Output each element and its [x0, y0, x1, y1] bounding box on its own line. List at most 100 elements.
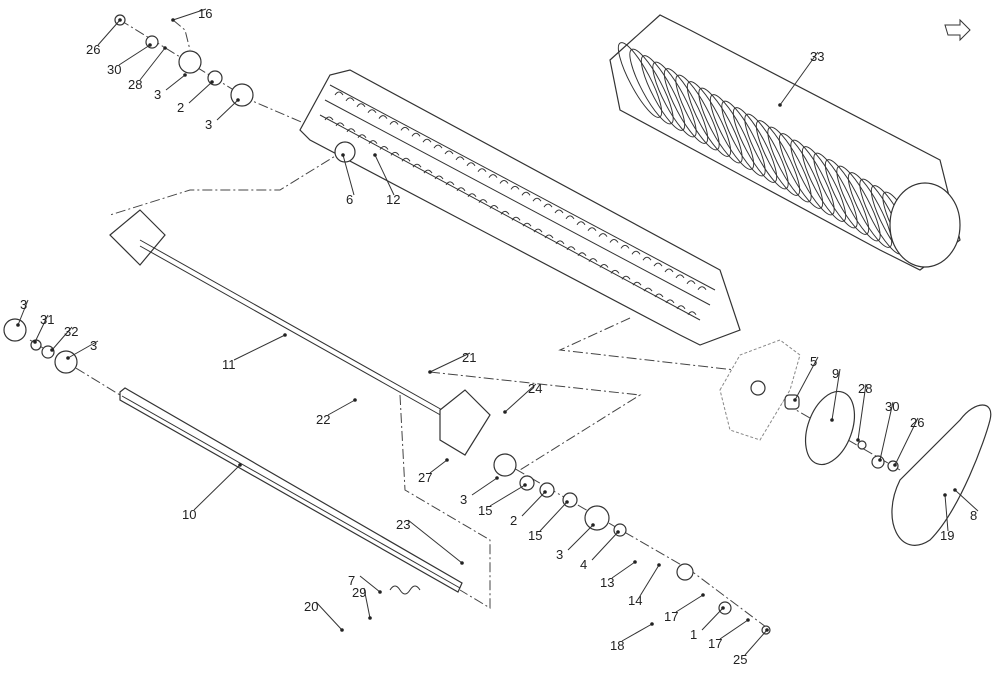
leader-line — [894, 417, 919, 466]
frame-tooth — [576, 221, 586, 226]
frame-tooth — [444, 150, 454, 155]
frame-tooth — [566, 246, 576, 251]
washer — [857, 440, 867, 450]
frame-tooth — [587, 227, 597, 231]
frame-tooth — [346, 128, 356, 133]
callout-label: 28 — [128, 77, 142, 92]
frame-tooth — [543, 203, 553, 208]
page-turn-arrow-icon[interactable] — [944, 18, 971, 42]
leader-dot — [373, 153, 377, 157]
pulley-part-9 — [804, 390, 856, 466]
leader-dot — [657, 563, 661, 567]
leader-line — [857, 383, 867, 441]
leader-dot — [118, 18, 122, 22]
callout-23: 23 — [396, 517, 464, 565]
callout-label: 15 — [528, 528, 542, 543]
callout-label: 11 — [222, 357, 236, 372]
frame-tooth — [345, 97, 355, 102]
leader-line — [944, 494, 949, 532]
callout-label: 6 — [346, 192, 353, 207]
leader-dot — [210, 80, 214, 84]
callout-label: 24 — [528, 381, 542, 396]
leader-dot — [378, 590, 382, 594]
leader-line — [744, 629, 768, 656]
frame-tooth — [466, 162, 476, 167]
callout-label: 31 — [40, 312, 54, 327]
callout-label: 3 — [154, 87, 161, 102]
callout-25: 25 — [733, 628, 769, 667]
leader-line — [779, 51, 819, 106]
leader-line — [139, 47, 166, 81]
washer — [718, 601, 732, 615]
leader-dot — [50, 348, 54, 352]
callout-24: 24 — [503, 381, 542, 414]
callout-label: 1 — [690, 627, 697, 642]
frame-tooth — [423, 169, 433, 174]
leader-line — [567, 524, 594, 551]
callout-label: 26 — [910, 415, 924, 430]
leader-dot — [445, 458, 449, 462]
callout-label: 17 — [664, 609, 678, 624]
leader-line — [879, 401, 894, 461]
leader-dot — [701, 593, 705, 597]
frame-tooth — [467, 193, 477, 197]
leader-line — [233, 334, 286, 361]
frame-tooth — [588, 258, 598, 262]
callout-label: 32 — [64, 324, 78, 339]
leader-dot — [460, 561, 464, 565]
leader-line — [701, 607, 724, 631]
callout-28: 28 — [856, 381, 872, 442]
callout-15: 15 — [528, 500, 569, 543]
leader-line — [675, 594, 704, 613]
callout-6: 6 — [341, 153, 355, 207]
callout-label: 30 — [885, 399, 899, 414]
leader-line — [97, 19, 121, 46]
leader-dot — [341, 153, 345, 157]
leader-dot — [830, 418, 834, 422]
callout-label: 27 — [418, 470, 432, 485]
callout-17: 17 — [708, 618, 750, 651]
callout-29: 29 — [352, 585, 372, 620]
frame-tooth — [390, 151, 400, 156]
callout-4: 4 — [580, 530, 620, 572]
leader-line — [611, 561, 636, 579]
leader-line — [327, 399, 356, 416]
washer — [178, 50, 202, 74]
callout-label: 10 — [182, 507, 196, 522]
leader-dot — [746, 618, 750, 622]
callout-label: 3 — [90, 338, 97, 353]
frame-tooth — [357, 134, 367, 138]
leader-line — [17, 299, 29, 326]
callout-3: 3 — [16, 297, 29, 327]
callout-2: 2 — [177, 80, 214, 115]
washer — [519, 475, 535, 491]
callout-12: 12 — [373, 153, 400, 207]
leader-dot — [856, 438, 860, 442]
frame-tooth — [368, 140, 378, 144]
leader-line — [639, 564, 660, 597]
callout-label: 26 — [86, 42, 100, 57]
callout-8: 8 — [953, 488, 979, 523]
frame-tooth — [643, 287, 653, 292]
callout-31: 31 — [33, 312, 54, 344]
callout-label: 5 — [810, 354, 817, 369]
leader-dot — [765, 628, 769, 632]
callout-14: 14 — [628, 563, 661, 608]
leader-dot — [650, 622, 654, 626]
washer — [676, 563, 694, 581]
leader-line — [374, 154, 395, 196]
callout-1: 1 — [690, 606, 725, 642]
callout-label: 8 — [970, 508, 977, 523]
leader-dot — [893, 463, 897, 467]
leader-dot — [793, 398, 797, 402]
frame-tooth — [676, 305, 686, 310]
frame-tooth — [532, 197, 542, 202]
callout-19: 19 — [940, 493, 954, 543]
frame-tooth — [422, 138, 432, 143]
callout-label: 2 — [510, 513, 517, 528]
callout-label: 9 — [832, 366, 839, 381]
leader-dot — [340, 628, 344, 632]
washer — [207, 70, 223, 86]
frame-tooth — [665, 299, 675, 304]
